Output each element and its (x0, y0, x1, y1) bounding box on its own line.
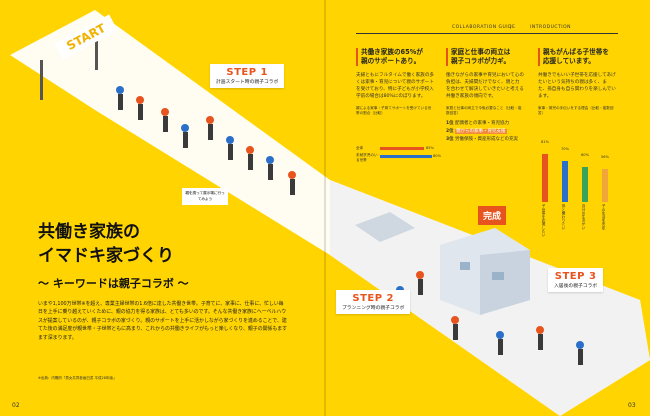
list-item: 1位配偶者との家事・育児協力 (446, 120, 524, 128)
bar-value-2: 80% (433, 154, 441, 158)
main-title: 共働き家族の イマドキ家づくり (38, 220, 174, 268)
rank-number: 1位 (446, 121, 454, 126)
column-2-title: 家庭と仕事の両立は親子コラボが力ギ。 (446, 48, 524, 66)
vbar-category-3: 自分の生きがい (582, 204, 586, 230)
ranking-list: 1位配偶者との家事・育児協力 2位親からの家事・育児支援 3位労働保険・資産形成… (446, 120, 524, 144)
vertical-bar-chart (538, 142, 618, 202)
footnote: ※出典：内閣府「男女共同参画白書 平成28年版」 (38, 376, 117, 380)
header-left: COLLABORATION GUIDE (452, 25, 516, 30)
main-title-line2: イマドキ家づくり (38, 246, 174, 266)
vbar-category-4: 子の生活を安定 (602, 204, 606, 230)
rank-text: 労働保険・資産形成などの充実 (455, 137, 518, 142)
vbar-3 (582, 167, 588, 202)
step-2-card: STEP 2 プランニング時の親子コラボ (336, 290, 411, 314)
title-accent-bar (538, 48, 540, 66)
step-1-label: STEP 1 (226, 67, 268, 78)
header-right: INTRODUCTION (530, 25, 571, 30)
rank-number: 2位 (446, 129, 454, 134)
header-divider: | (510, 25, 513, 30)
step-1-caption: 計画スタート時の親子コラボ (216, 80, 279, 85)
bar-label-1: 全体 (356, 146, 364, 150)
vbar-2 (562, 161, 568, 202)
bar-1 (380, 147, 424, 150)
page-gutter (324, 0, 326, 416)
page-number-right: 03 (628, 402, 636, 409)
step-3-label: STEP 3 (554, 271, 597, 282)
lead-paragraph: いまや1,100万世帯※を超え、専業主婦世帯の1.6倍に達した共働き世帯。子育て… (38, 301, 288, 341)
vbar-1 (542, 154, 548, 202)
main-title-line1: 共働き家族の (38, 222, 140, 242)
vbar-value-3: 60% (581, 153, 589, 157)
bar-label-2: 未就学児のいる世帯 (356, 153, 378, 162)
step-3-caption: 入居後の親子コラボ (554, 284, 598, 289)
column-3-chart-caption: 家事・育児の手伝いをする理由（比較・複数回答） (538, 106, 614, 115)
step-1-card: STEP 1 計画スタート時の親子コラボ (210, 64, 285, 88)
rank-number: 3位 (446, 137, 454, 142)
vbar-4 (602, 169, 608, 202)
list-item: 3位労働保険・資産形成などの充実 (446, 136, 524, 144)
column-3-title-line2: 応援しています。 (543, 57, 595, 65)
column-3-title: 親もがんばる子世帯を応援しています。 (538, 48, 616, 66)
column-2: 家庭と仕事の両立は親子コラボが力ギ。 働きながらの家事や育児において心の負担は、… (446, 48, 524, 144)
step-2-label: STEP 2 (352, 293, 394, 304)
rank-text: 配偶者との家事・育児協力 (455, 121, 509, 126)
finish-sign-text: 完成 (483, 212, 502, 222)
column-3: 親もがんばる子世帯を応援しています。 共働きでもいい子世帯を応援してあげたいとい… (538, 48, 616, 116)
vbar-value-2: 70% (561, 147, 569, 151)
vbar-category-2: 孫と関わりたい (562, 204, 566, 230)
vbar-category-1: 子世帯を応援したい (542, 204, 546, 237)
column-3-title-line1: 親もがんばる子世帯を (543, 48, 609, 56)
column-1-title-line2: 親のサポートあり。 (361, 57, 421, 65)
column-3-body: 共働きでもいい子世帯を応援してあげたいという気持ちの親は多く、また、孫自身も自ら… (538, 73, 616, 99)
page-number-left: 02 (12, 402, 20, 409)
vbar-value-1: 81% (541, 140, 549, 144)
column-1: 共働き家族の65%が親のサポートあり。 夫婦ともにフルタイムで働く家族の多くは家… (356, 48, 434, 116)
column-2-title-line1: 家庭と仕事の両立は (451, 48, 511, 56)
column-2-title-line2: 親子コラボが力ギ。 (451, 57, 511, 65)
step-2-caption: プランニング時の親子コラボ (342, 306, 405, 311)
main-subtitle: 〜 キーワードは親子コラボ 〜 (38, 277, 189, 290)
column-1-body: 夫婦ともにフルタイムで働く家族の多くは家事・育児について親のサポートを受けており… (356, 73, 435, 99)
speech-bubble: 親を誘って展示場に行ってみよう (182, 188, 228, 205)
title-accent-bar (446, 48, 448, 66)
step-3-card: STEP 3 入居後の親子コラボ (548, 268, 604, 292)
column-1-title-line1: 共働き家族の65%が (361, 48, 423, 56)
title-accent-bar (356, 48, 358, 66)
vbar-value-4: 56% (601, 155, 609, 159)
column-1-chart-caption: 親による家事・子育てサポートを受けている世帯の割合（比較） (356, 106, 432, 115)
column-2-body: 働きながらの家事や育児において心の負担は、夫婦間だけでなく、親と力を合わせて解決… (446, 73, 524, 99)
bar-value-1: 65% (426, 146, 434, 150)
rank-text-highlight: 親からの家事・育児支援 (455, 129, 507, 134)
bar-2 (380, 155, 432, 158)
list-item: 2位親からの家事・育児支援 (446, 128, 524, 136)
column-2-list-caption: 家庭と仕事の両立で今後必要なこと（比較・複数回答） (446, 106, 522, 115)
finish-sign: 完成 (478, 206, 507, 225)
header-rule (356, 33, 618, 34)
column-1-title: 共働き家族の65%が親のサポートあり。 (356, 48, 434, 66)
